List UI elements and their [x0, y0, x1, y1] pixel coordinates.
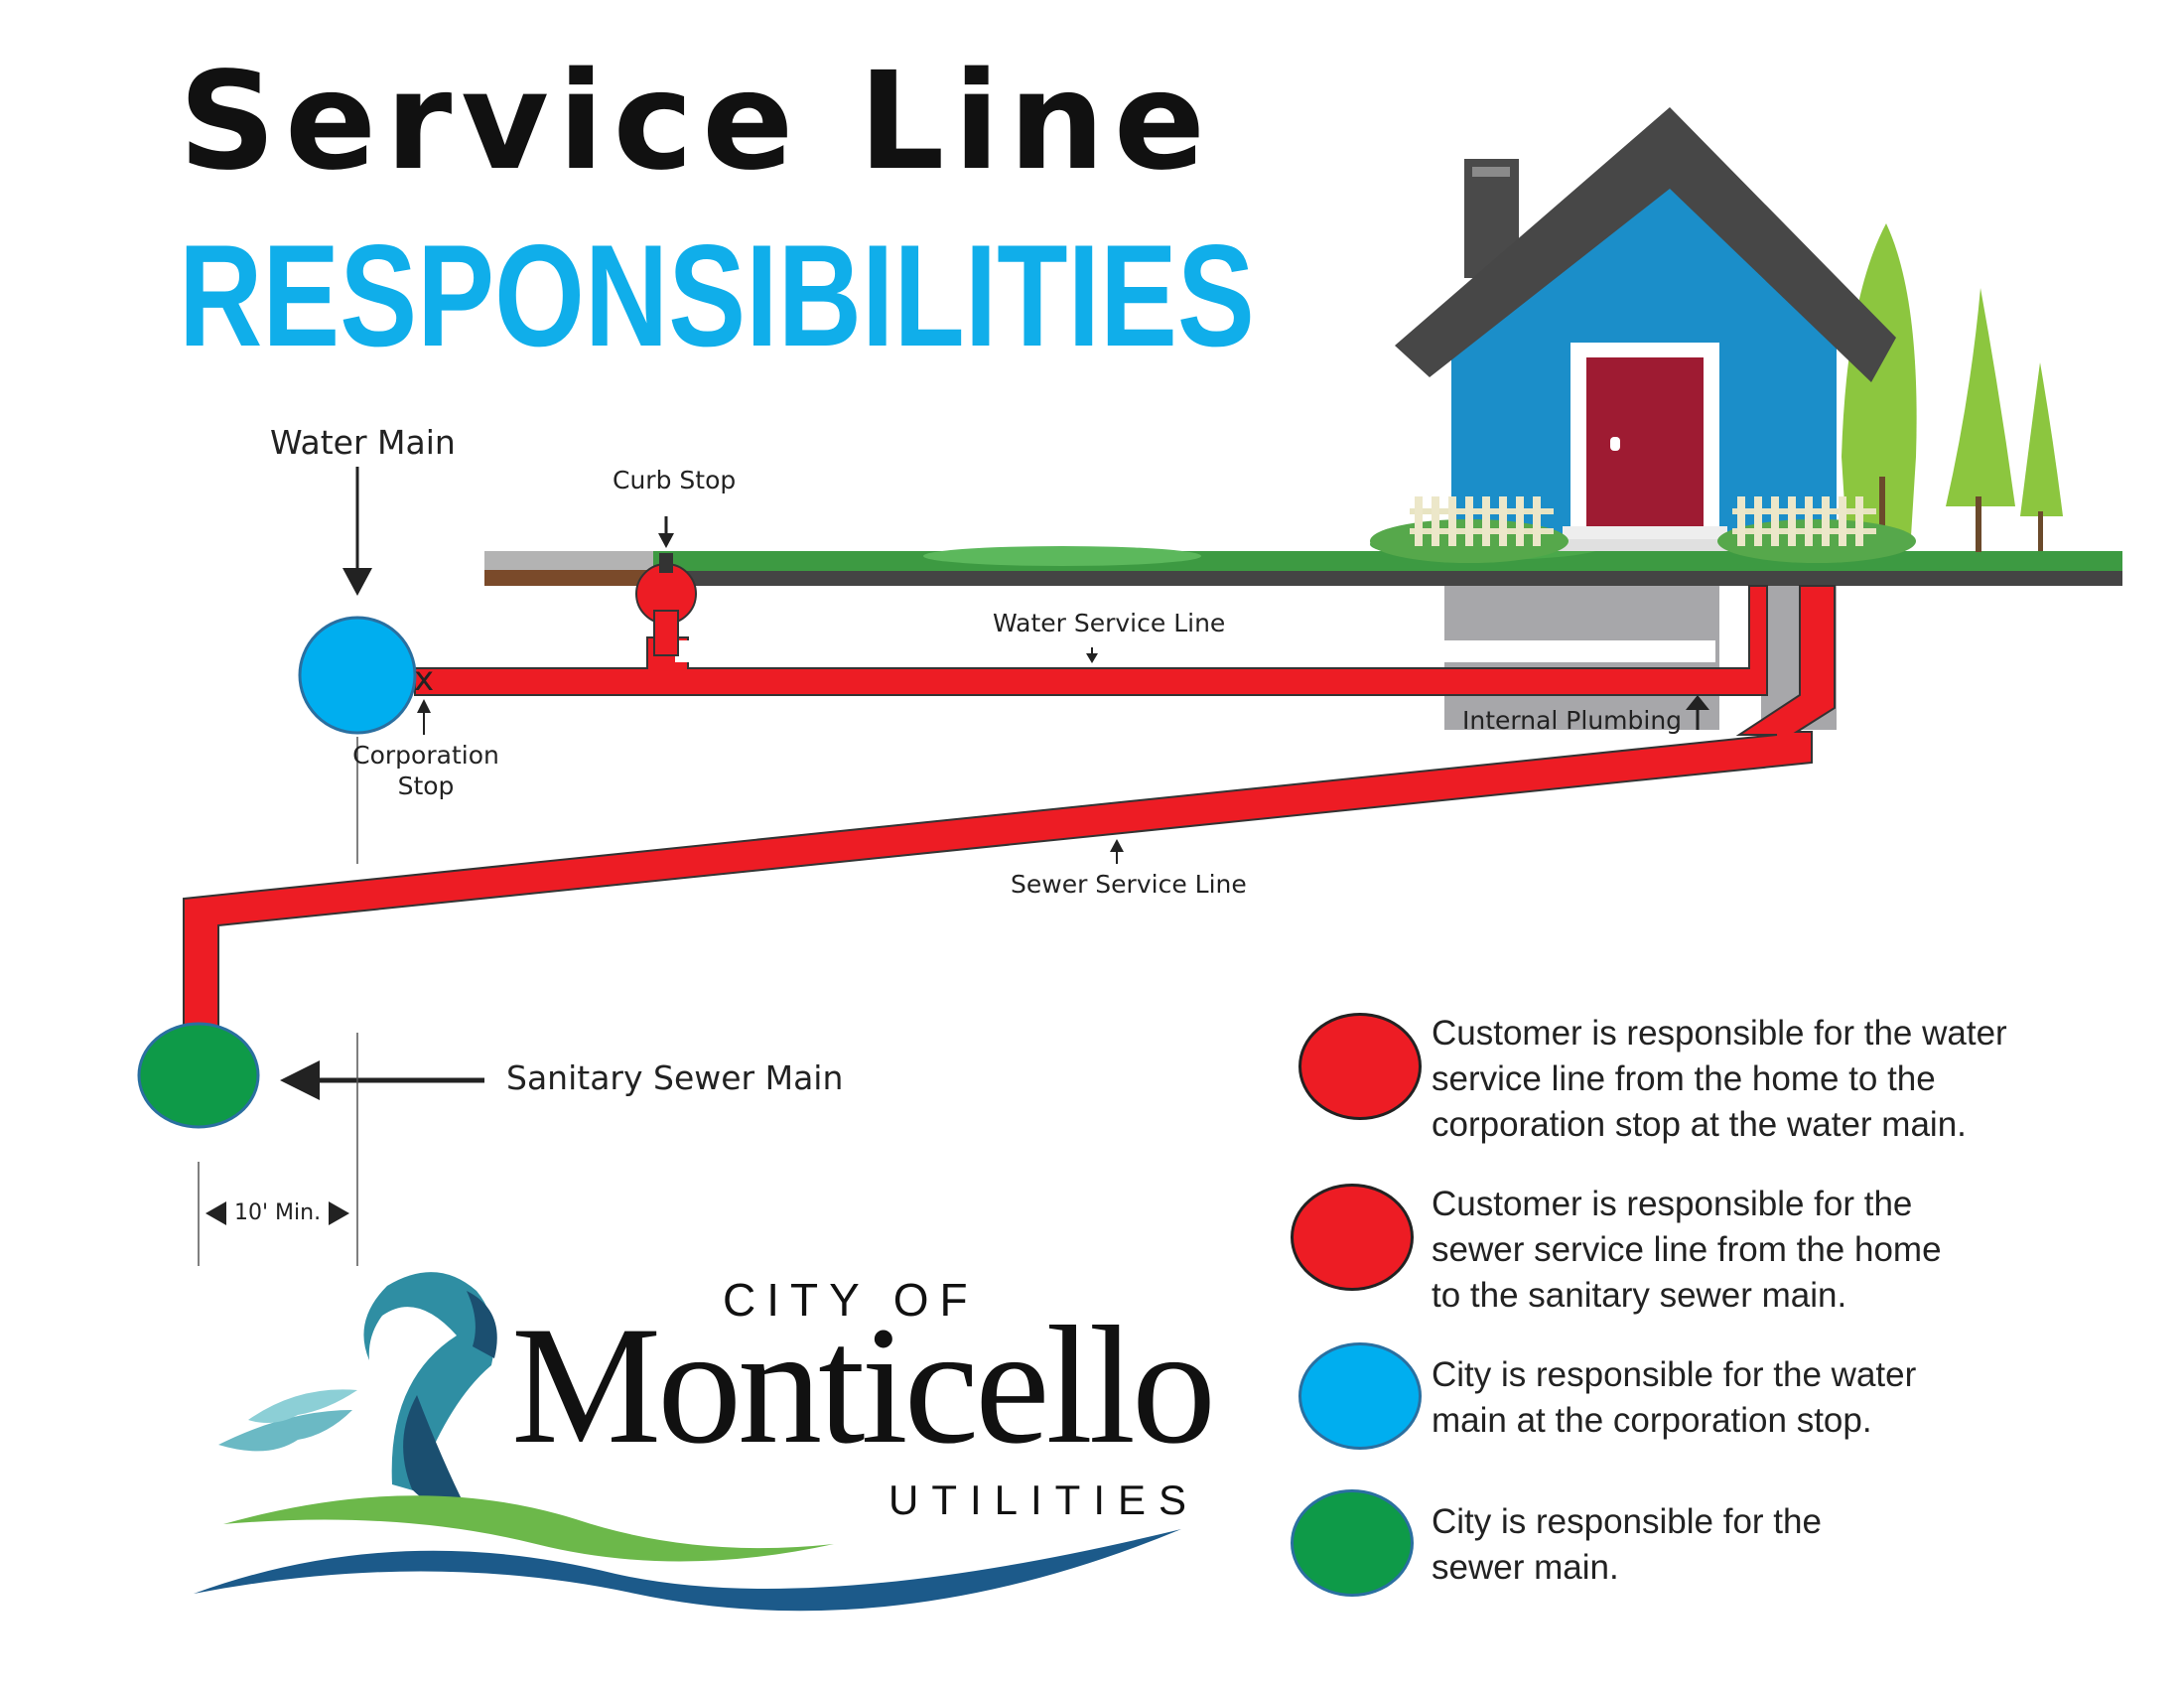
legend-item-water-main: City is responsible for the water main a… — [1281, 1342, 2154, 1511]
logo-monticello: Monticello — [511, 1292, 1216, 1478]
legend-swatch-red — [1298, 1013, 1422, 1120]
logo-utilities: UTILITIES — [888, 1477, 1200, 1523]
legend-item-sewer-service: Customer is responsible for the sewer se… — [1281, 1182, 2154, 1340]
legend-swatch-red — [1291, 1184, 1414, 1291]
legend-item-water-service: Customer is responsible for the water se… — [1281, 1011, 2154, 1170]
legend-text-line: service line from the home to the — [1432, 1059, 1936, 1098]
water-service-line-pipe — [414, 585, 1768, 696]
corporation-stop-x-icon: x — [414, 659, 434, 699]
legend-item-sewer-main: City is responsible for the sewer main. — [1281, 1489, 2154, 1658]
corporation-stop-label: Corporation Stop — [351, 740, 500, 802]
fences — [1370, 496, 1916, 563]
legend-text-line: sewer main. — [1432, 1548, 1619, 1587]
corporation-stop-label-line2: Stop — [397, 772, 455, 801]
page-title: Service Line — [179, 44, 1215, 201]
page-subtitle: RESPONSIBILITIES — [179, 214, 1255, 376]
legend-text-line: City is responsible for the — [1432, 1502, 1822, 1541]
sewer-service-line-pipe — [183, 585, 1836, 1029]
legend-text-line: main at the corporation stop. — [1432, 1401, 1872, 1440]
legend-text: City is responsible for the water main a… — [1432, 1352, 1916, 1444]
legend-text-line: corporation stop at the water main. — [1432, 1105, 1967, 1144]
sanitary-sewer-main-label: Sanitary Sewer Main — [506, 1058, 844, 1097]
legend-text-line: City is responsible for the water — [1432, 1355, 1917, 1394]
legend-text: Customer is responsible for the water se… — [1432, 1011, 2007, 1148]
clearance-dimension — [198, 737, 358, 1266]
legend-text: Customer is responsible for the sewer se… — [1432, 1182, 1942, 1319]
monticello-swan-logo — [194, 1272, 1181, 1612]
water-service-line-label: Water Service Line — [993, 609, 1226, 637]
legend-text-line: to the sanitary sewer main. — [1432, 1276, 1847, 1315]
legend-swatch-blue — [1298, 1342, 1422, 1450]
corporation-stop-label-line1: Corporation — [352, 741, 499, 770]
legend-text: City is responsible for the sewer main. — [1432, 1499, 1822, 1591]
legend-text-line: Customer is responsible for the water — [1432, 1014, 2007, 1053]
legend-text-line: sewer service line from the home — [1432, 1230, 1942, 1269]
legend-text-line: Customer is responsible for the — [1432, 1185, 1913, 1223]
sewer-service-line-label: Sewer Service Line — [1011, 870, 1247, 899]
clearance-label: 10' Min. — [234, 1200, 322, 1225]
house — [1395, 107, 1896, 551]
trees — [1842, 223, 2063, 552]
water-main-label: Water Main — [270, 423, 456, 462]
logo-city-of: CITY OF — [723, 1274, 979, 1326]
curb-stop-label: Curb Stop — [613, 466, 737, 494]
water-main-circle — [298, 616, 417, 735]
leader-arrows — [280, 467, 1709, 1100]
legend-swatch-green — [1291, 1489, 1414, 1597]
sanitary-sewer-main-circle — [137, 1022, 260, 1129]
internal-plumbing-label: Internal Plumbing — [1462, 706, 1683, 735]
curb-stop-valve — [635, 553, 697, 656]
